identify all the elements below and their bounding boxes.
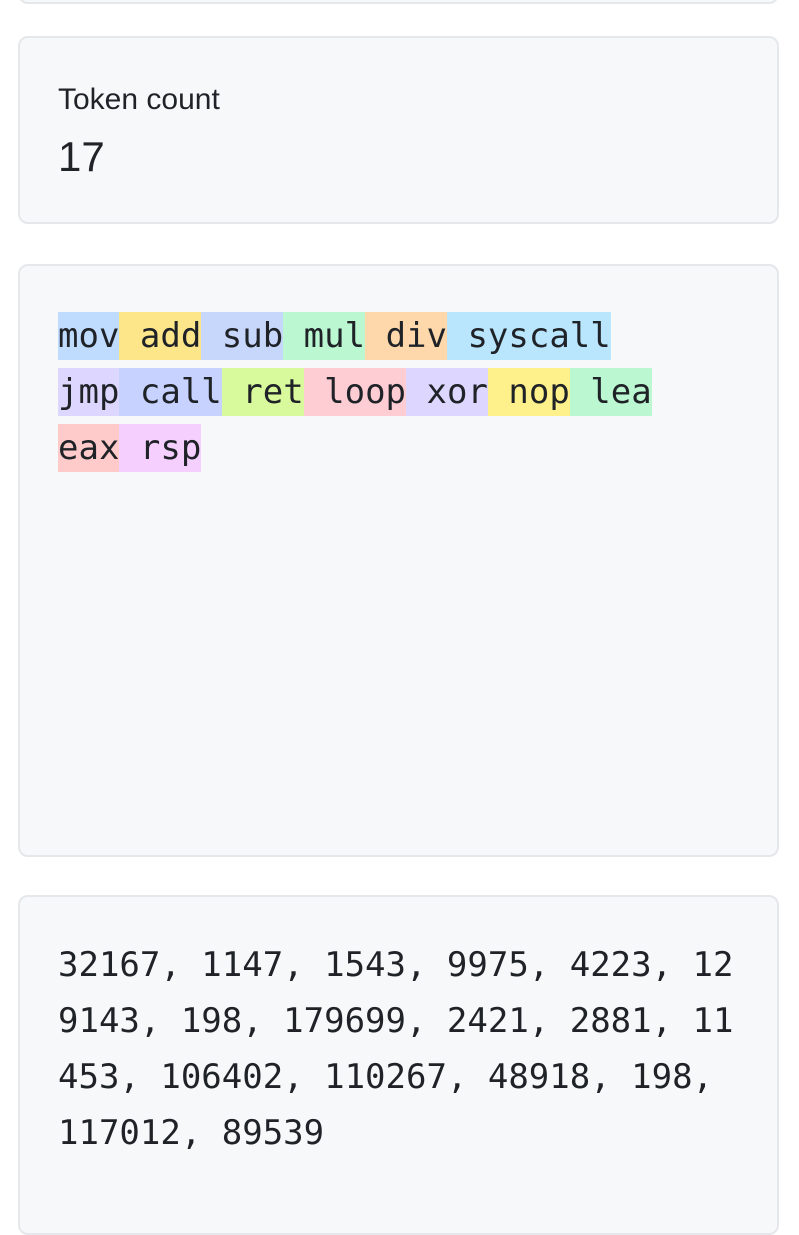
token-chip: xor [406, 368, 488, 416]
token-chip: mov [58, 312, 120, 360]
token-chip: mul [283, 312, 366, 360]
token-chip: call [119, 368, 222, 416]
token-count-label: Token count [58, 83, 220, 116]
token-count-card: Token count 17 [18, 36, 779, 224]
token-chip: syscall [446, 312, 611, 360]
token-chip: nop [487, 368, 570, 416]
token-ids-text: 32167, 1147, 1543, 9975, 4223, 129143, 1… [58, 945, 734, 1153]
token-ids-card: 32167, 1147, 1543, 9975, 4223, 129143, 1… [18, 895, 779, 1235]
token-chip: lea [569, 368, 652, 416]
token-count-value: 17 [58, 133, 105, 180]
token-chip: ret [221, 368, 304, 416]
token-chip: jmp [58, 368, 120, 416]
token-chip: sub [201, 312, 284, 360]
token-chip: div [365, 312, 447, 360]
tokenized-text: mov add sub mul div syscall jmp call ret… [58, 308, 748, 476]
token-chip: eax [58, 424, 120, 472]
previous-card-edge [18, 0, 779, 4]
token-chip: loop [303, 368, 407, 416]
tokenized-text-card: mov add sub mul div syscall jmp call ret… [18, 264, 779, 857]
token-chip: rsp [119, 424, 202, 472]
token-chip: add [119, 312, 202, 360]
